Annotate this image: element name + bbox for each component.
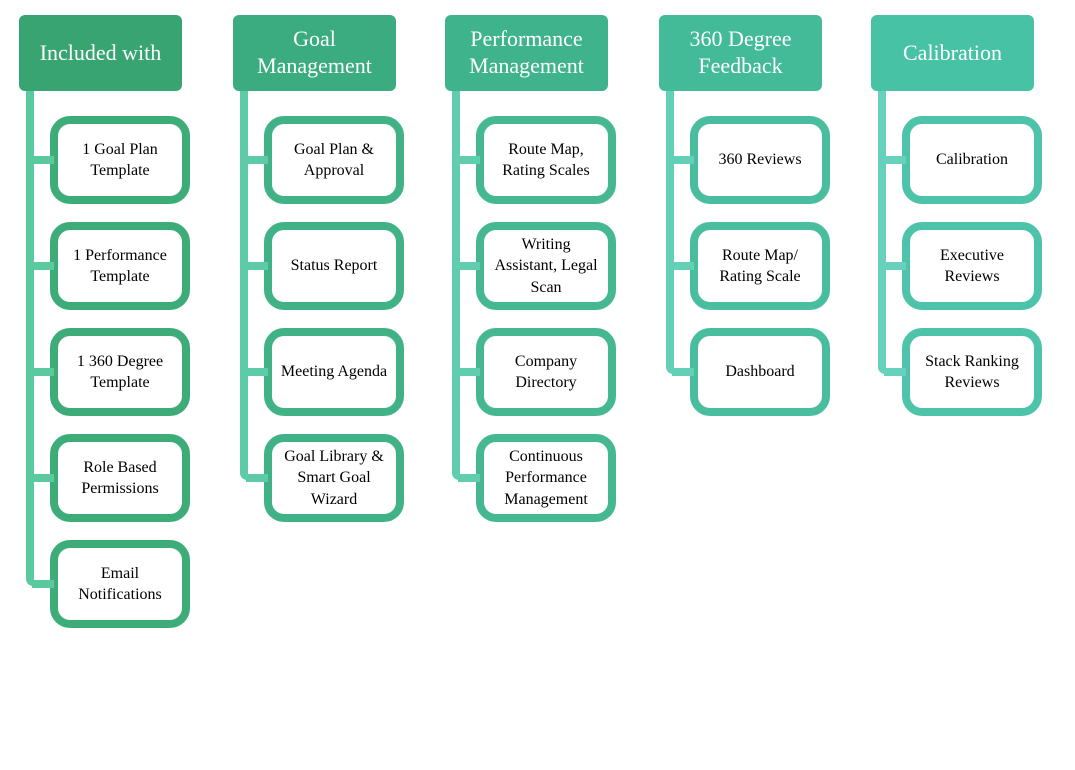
- connector-spine: [878, 89, 886, 374]
- item-box: 360 Reviews: [672, 116, 830, 204]
- item-box: 1 Goal Plan Template: [32, 116, 190, 204]
- column-header-performance-management: Performance Management: [445, 15, 608, 91]
- item-box: Goal Library & Smart Goal Wizard: [246, 434, 404, 522]
- item-box: Email Notifications: [32, 540, 190, 628]
- item-list: 1 Goal Plan Template 1 Performance Templ…: [32, 116, 190, 628]
- column-calibration: Calibration Calibration Executive Review…: [871, 15, 1071, 416]
- item-box: Route Map/ Rating Scale: [672, 222, 830, 310]
- column-included-with: Included with 1 Goal Plan Template 1 Per…: [19, 15, 219, 628]
- item-box: Executive Reviews: [884, 222, 1042, 310]
- connector-spine: [26, 89, 34, 586]
- item-list: 360 Reviews Route Map/ Rating Scale Dash…: [672, 116, 830, 416]
- item-box: Continuous Performance Management: [458, 434, 616, 522]
- column-header-360-degree-feedback: 360 Degree Feedback: [659, 15, 822, 91]
- connector-spine: [240, 89, 248, 480]
- item-box: Route Map, Rating Scales: [458, 116, 616, 204]
- column-header-goal-management: Goal Management: [233, 15, 396, 91]
- connector-spine: [666, 89, 674, 374]
- column-header-calibration: Calibration: [871, 15, 1034, 91]
- item-box: Company Directory: [458, 328, 616, 416]
- item-list: Goal Plan & Approval Status Report Meeti…: [246, 116, 404, 522]
- column-goal-management: Goal Management Goal Plan & Approval Sta…: [233, 15, 433, 522]
- connector-spine: [452, 89, 460, 480]
- item-box: Calibration: [884, 116, 1042, 204]
- item-box: Stack Ranking Reviews: [884, 328, 1042, 416]
- item-list: Calibration Executive Reviews Stack Rank…: [884, 116, 1042, 416]
- item-box: Dashboard: [672, 328, 830, 416]
- item-list: Route Map, Rating Scales Writing Assista…: [458, 116, 616, 522]
- item-box: Writing Assistant, Legal Scan: [458, 222, 616, 310]
- item-box: Goal Plan & Approval: [246, 116, 404, 204]
- column-header-included-with: Included with: [19, 15, 182, 91]
- item-box: Role Based Permissions: [32, 434, 190, 522]
- column-performance-management: Performance Management Route Map, Rating…: [445, 15, 645, 522]
- column-360-degree-feedback: 360 Degree Feedback 360 Reviews Route Ma…: [659, 15, 859, 416]
- item-box: 1 Performance Template: [32, 222, 190, 310]
- item-box: Meeting Agenda: [246, 328, 404, 416]
- item-box: Status Report: [246, 222, 404, 310]
- item-box: 1 360 Degree Template: [32, 328, 190, 416]
